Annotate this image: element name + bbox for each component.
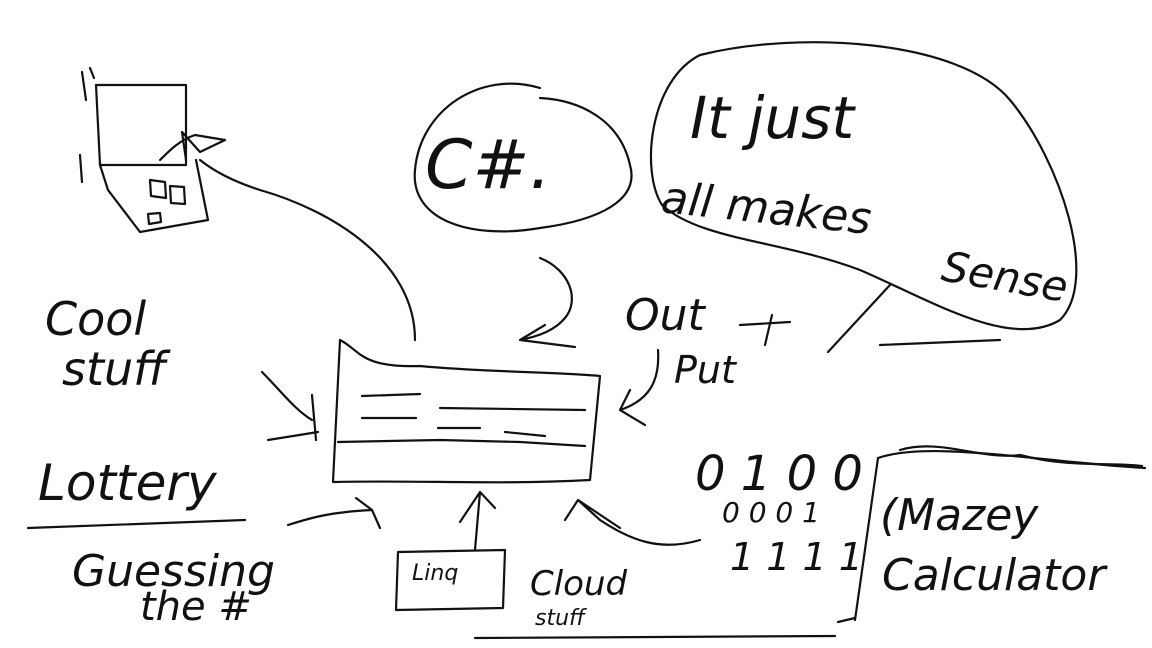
mazey-calculator-box: (Mazey Calculator: [836, 445, 1147, 624]
arrow-csharp-to-window: [518, 256, 577, 349]
main-window-sketch: [331, 338, 602, 484]
binary-digits: 0 1 0 0 0 0 0 1 1 1 1 1: [695, 446, 863, 579]
the-hash-label: the #: [140, 584, 252, 630]
binary-row-3: 1 1 1 1: [730, 535, 863, 579]
arrow-output: [618, 313, 792, 427]
mazey-label: (Mazey: [880, 490, 1039, 541]
calculator-label: Calculator: [882, 550, 1108, 601]
stuff-label: stuff: [62, 342, 171, 396]
arrow-to-game: [198, 158, 417, 342]
linq-label: Linq: [412, 561, 458, 586]
binary-row-2: 0 0 0 1: [722, 496, 820, 529]
lottery-label: Lottery: [38, 454, 218, 512]
lottery-underline: [26, 518, 247, 530]
put-label: Put: [674, 348, 738, 392]
it-just-label: It just: [690, 84, 856, 152]
csharp-bubble: C#.: [413, 82, 633, 233]
arrow-lottery: [286, 496, 382, 530]
arrow-cloud: [563, 498, 702, 546]
cloud-stuff-label: stuff: [535, 606, 587, 631]
cloud-label: Cloud: [530, 564, 628, 604]
out-label: Out: [625, 290, 707, 341]
bottom-line: [473, 634, 837, 640]
arrow-cool-stuff: [260, 370, 320, 442]
binary-row-1: 0 1 0 0: [695, 446, 863, 502]
game-board-sketch: [78, 66, 227, 234]
arrow-linq: [458, 490, 497, 552]
it-just-makes-sense-bubble: It just all makes Sense: [649, 41, 1078, 354]
guessing-label: Guessing: [72, 546, 275, 597]
all-makes-label: all makes: [659, 172, 874, 245]
linq-box: Linq: [394, 548, 507, 612]
csharp-label: C#.: [425, 126, 551, 205]
cool-label: Cool: [45, 292, 146, 346]
sense-label: Sense: [938, 242, 1071, 312]
